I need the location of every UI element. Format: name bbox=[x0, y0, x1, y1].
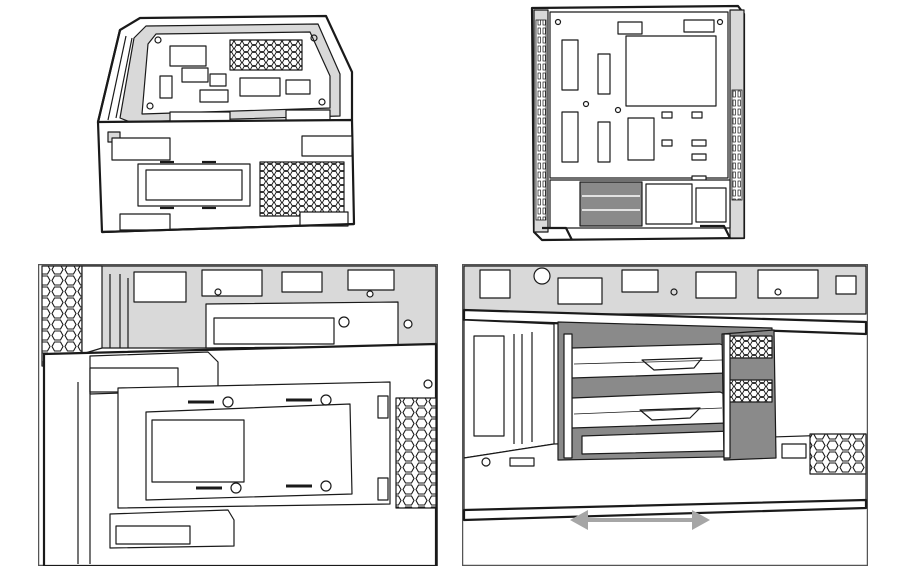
double-arrow-icon bbox=[570, 510, 710, 530]
drive-cage-slide-panel bbox=[462, 264, 868, 566]
psu-shroud-detail-panel bbox=[38, 264, 438, 566]
case-rear-view bbox=[90, 10, 380, 235]
case-side-view bbox=[522, 0, 762, 244]
